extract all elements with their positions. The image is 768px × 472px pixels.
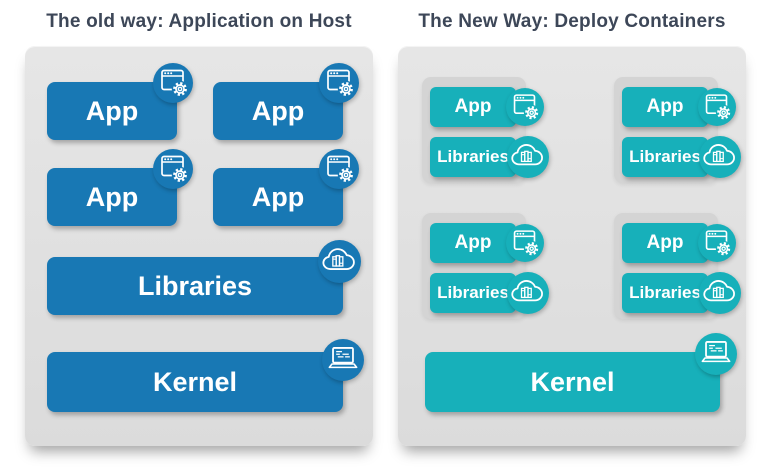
app-window-gear-icon	[153, 63, 193, 103]
container-libraries-box: Libraries	[430, 272, 549, 314]
app-box-label: App	[251, 181, 305, 212]
app-window-gear-icon	[698, 88, 736, 126]
kernel-box: Kernel	[47, 339, 364, 412]
kernel-box-label: Kernel	[152, 366, 238, 397]
cloud-books-icon	[699, 136, 741, 178]
app-box-label: App	[85, 95, 139, 126]
container-app-box: App	[622, 223, 736, 263]
libraries-box-label: Libraries	[137, 270, 253, 301]
app-box: App	[213, 149, 359, 226]
app-window-gear-icon	[319, 149, 359, 189]
app-window-gear-icon	[698, 224, 736, 262]
container-group: App Libraries	[614, 77, 741, 183]
container-group: App Libraries	[422, 77, 549, 183]
app-box-label: App	[454, 96, 492, 117]
container-app-box: App	[430, 223, 544, 263]
libraries-box-label: Libraries	[437, 147, 509, 166]
laptop-code-icon	[695, 333, 737, 375]
app-box-label: App	[85, 181, 139, 212]
app-window-gear-icon	[319, 63, 359, 103]
right-panel-title: The New Way: Deploy Containers	[418, 11, 726, 32]
libraries-box-label: Libraries	[629, 283, 701, 302]
app-box: App	[213, 63, 359, 140]
app-box-label: App	[251, 95, 305, 126]
container-group: App Libraries	[422, 213, 549, 319]
app-box-label: App	[646, 96, 684, 117]
libraries-box-label: Libraries	[629, 147, 701, 166]
app-box-label: App	[454, 232, 492, 253]
container-group: App Libraries	[614, 213, 741, 319]
app-box: App	[47, 149, 193, 226]
app-box-label: App	[646, 232, 684, 253]
host-panel-old-way: App App App App Libraries	[25, 46, 373, 446]
laptop-code-icon	[322, 339, 364, 381]
cloud-books-icon	[507, 136, 549, 178]
host-panel-new-way: App Libraries App Libraries	[398, 46, 746, 446]
container-app-box: App	[430, 87, 544, 127]
libraries-box-label: Libraries	[437, 283, 509, 302]
cloud-books-icon	[507, 272, 549, 314]
app-window-gear-icon	[506, 88, 544, 126]
container-app-box: App	[622, 87, 736, 127]
kernel-box-label: Kernel	[530, 366, 615, 397]
cloud-books-icon	[318, 240, 361, 283]
app-box: App	[47, 63, 193, 140]
app-window-gear-icon	[153, 149, 193, 189]
container-libraries-box: Libraries	[622, 272, 741, 314]
container-libraries-box: Libraries	[430, 136, 549, 178]
left-panel-title: The old way: Application on Host	[46, 11, 352, 32]
app-window-gear-icon	[506, 224, 544, 262]
kernel-box: Kernel	[425, 333, 737, 412]
cloud-books-icon	[699, 272, 741, 314]
libraries-box: Libraries	[47, 240, 361, 315]
container-libraries-box: Libraries	[622, 136, 741, 178]
